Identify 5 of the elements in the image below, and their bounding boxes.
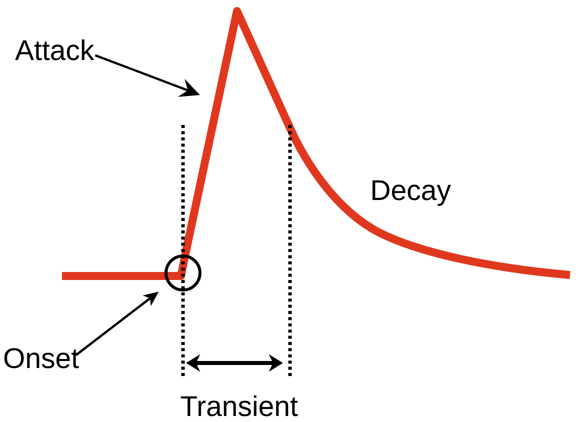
highlight-circle bbox=[164, 254, 202, 292]
callout-label: Onset bbox=[4, 348, 79, 368]
curve-label: Decay bbox=[372, 180, 451, 206]
dimension-label: Transient bbox=[180, 395, 298, 416]
callout-label: Attack bbox=[15, 39, 94, 60]
